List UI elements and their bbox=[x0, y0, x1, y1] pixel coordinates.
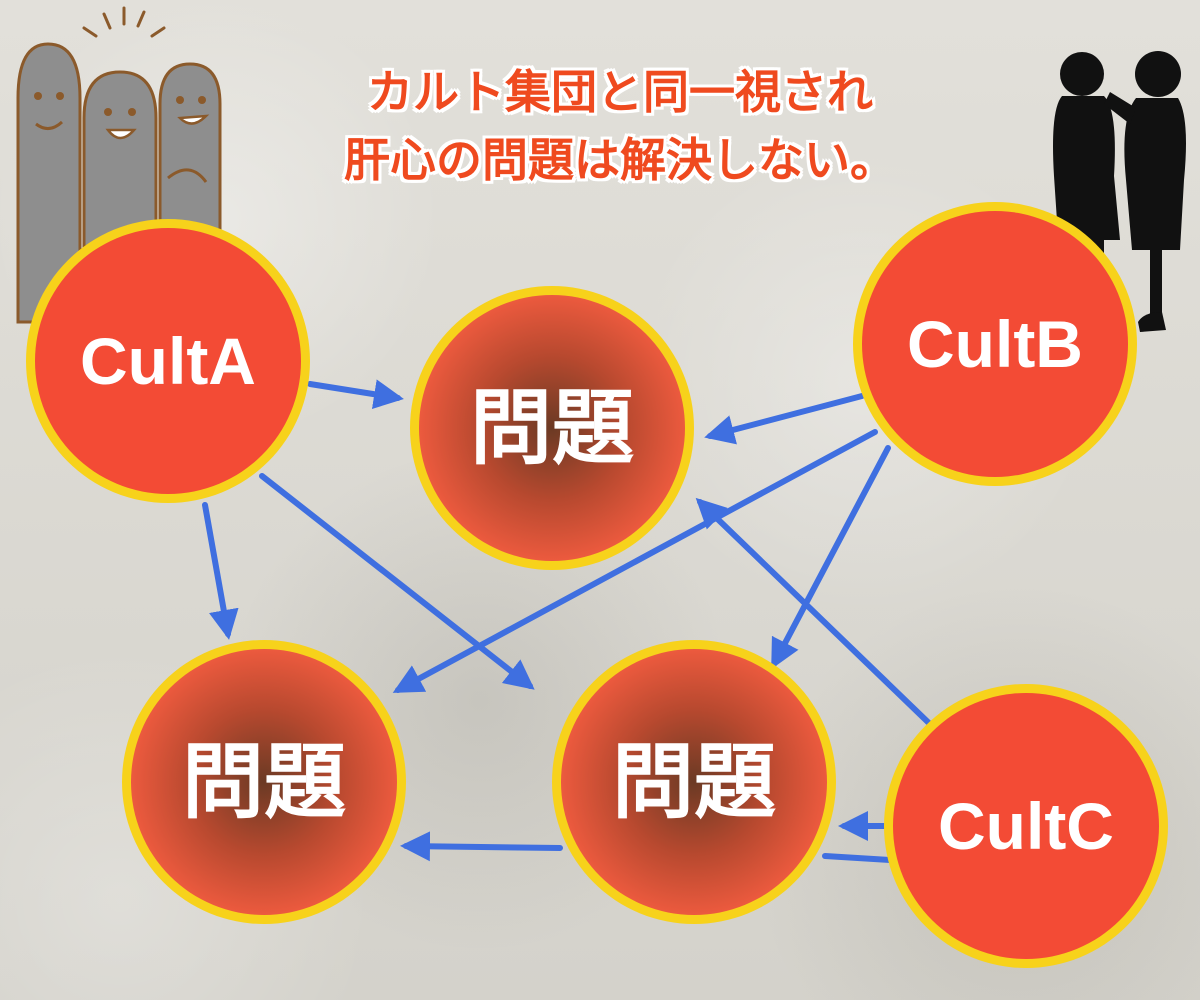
arrow-layer bbox=[202, 379, 935, 860]
problem-node-bottom-left: 問題 bbox=[122, 640, 406, 924]
problem-node-top: 問題 bbox=[410, 286, 694, 570]
arrow-cultc-to-problem-bottom-left bbox=[406, 846, 893, 860]
problem-node-label: 問題 bbox=[182, 735, 346, 830]
arrow-cultc-to-problem-top bbox=[695, 497, 935, 729]
cult-node-a: CultA bbox=[26, 219, 310, 503]
problem-node-label: 問題 bbox=[612, 735, 776, 830]
cult-node-c: CultC bbox=[884, 684, 1168, 968]
arrow-cultb-to-problem-bottom-right bbox=[771, 445, 891, 670]
headline: カルト集団と同一視され 肝心の問題は解決しない。 bbox=[270, 58, 970, 194]
problem-node-bottom-right: 問題 bbox=[552, 640, 836, 924]
arrow-culta-to-problem-bottom-left bbox=[202, 502, 239, 640]
cult-node-label: CultB bbox=[907, 307, 1083, 381]
cult-node-b: CultB bbox=[853, 202, 1137, 486]
cult-node-label: CultA bbox=[80, 324, 256, 398]
arrow-cultb-to-problem-top bbox=[704, 393, 865, 445]
cult-node-label: CultC bbox=[938, 789, 1114, 863]
headline-line-2: 肝心の問題は解決しない。 bbox=[344, 133, 896, 187]
headline-line-1: カルト集団と同一視され bbox=[367, 65, 873, 119]
arrow-cultb-to-problem-bottom-left bbox=[392, 429, 878, 693]
arrow-culta-to-problem-bottom-right bbox=[259, 473, 535, 690]
problem-node-label: 問題 bbox=[470, 381, 634, 476]
whispering-silhouettes-illustration bbox=[1050, 51, 1186, 332]
arrow-culta-to-problem-top bbox=[307, 379, 404, 410]
